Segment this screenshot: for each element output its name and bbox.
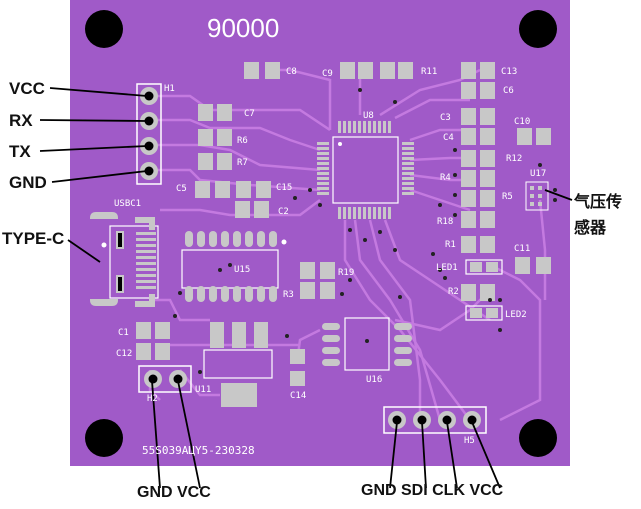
u11-outline <box>203 349 273 379</box>
silkscreen-label-u16: U16 <box>366 375 382 385</box>
callout-pressure-sensor-line2: 感器 <box>574 220 607 237</box>
silkscreen-label-r11: R11 <box>421 67 437 77</box>
silkscreen-labels: 90000 55S039AЦY5-230328 C8 C9 R11 C13 C6… <box>114 13 546 457</box>
silkscreen-label-c6: C6 <box>503 86 514 96</box>
h1-header <box>136 83 162 185</box>
silkscreen-label-r1: R1 <box>445 240 456 250</box>
silkscreen-label-c3: C3 <box>440 113 451 123</box>
silkscreen-label-r7: R7 <box>237 158 248 168</box>
silkscreen-label-u11: U11 <box>195 385 211 395</box>
h2-header <box>138 365 192 393</box>
u16-ic <box>322 317 412 371</box>
u15-ic <box>181 231 287 302</box>
silkscreen-label-c1: C1 <box>118 328 129 338</box>
callout-type-c: TYPE-C <box>2 229 65 248</box>
silkscreen-label-u15: U15 <box>234 265 250 275</box>
silkscreen-label-c2: C2 <box>278 207 289 217</box>
u17-sensor <box>525 181 549 211</box>
mounting-hole-top-right <box>519 10 557 48</box>
callout-bottom-right: GND SDI CLK VCC <box>361 482 504 499</box>
silkscreen-label-h2: H2 <box>147 394 158 404</box>
silkscreen-label-c9: C9 <box>322 69 333 79</box>
u8-mcu <box>317 121 414 219</box>
callout-gnd: GND <box>9 173 47 192</box>
silkscreen-label-led1: LED1 <box>436 263 458 273</box>
silkscreen-label-c10: C10 <box>514 117 530 127</box>
h5-header <box>383 406 487 434</box>
callout-lines <box>39 87 573 489</box>
silkscreen-label-c8: C8 <box>286 67 297 77</box>
silkscreen-label-r12: R12 <box>506 154 522 164</box>
silkscreen-label-u17: U17 <box>530 169 546 179</box>
callout-pressure-sensor-line1: 气压传 <box>574 194 623 211</box>
silkscreen-label-h5: H5 <box>464 436 475 446</box>
callout-vcc: VCC <box>9 79 45 98</box>
led-pads <box>465 259 503 321</box>
silkscreen-label-c14: C14 <box>290 391 306 401</box>
silkscreen-label-r6: R6 <box>237 136 248 146</box>
callout-bottom-left: GND VCC <box>137 484 211 501</box>
smd-pads <box>136 62 551 407</box>
silkscreen-label-led2: LED2 <box>505 310 527 320</box>
silkscreen-label-usbc1: USBC1 <box>114 199 141 209</box>
silkscreen-label-c15: C15 <box>276 183 292 193</box>
serial-text: 55S039AЦY5-230328 <box>142 444 255 457</box>
silkscreen-label-c11: C11 <box>514 244 530 254</box>
silkscreen-label-r5: R5 <box>502 192 513 202</box>
mounting-hole-top-left <box>85 10 123 48</box>
silkscreen-label-c13: C13 <box>501 67 517 77</box>
silkscreen-label-c5: C5 <box>176 184 187 194</box>
mounting-hole-bottom-left <box>85 419 123 457</box>
silkscreen-label-c7: C7 <box>244 109 255 119</box>
silkscreen-label-r4: R4 <box>440 173 451 183</box>
usb-c-connector <box>90 212 159 307</box>
silkscreen-label-u8: U8 <box>363 111 374 121</box>
silkscreen-label-h1: H1 <box>164 84 175 94</box>
callout-rx: RX <box>9 111 33 130</box>
silkscreen-label-r19: R19 <box>338 268 354 278</box>
silkscreen-label-r3: R3 <box>283 290 294 300</box>
silkscreen-label-c12: C12 <box>116 349 132 359</box>
mounting-hole-bottom-right <box>519 419 557 457</box>
silkscreen-label-r2: R2 <box>448 287 459 297</box>
vias <box>173 88 557 374</box>
callout-tx: TX <box>9 142 31 161</box>
silkscreen-label-c4: C4 <box>443 133 454 143</box>
silkscreen-label-r18: R18 <box>437 217 453 227</box>
board-title: 90000 <box>207 13 279 43</box>
